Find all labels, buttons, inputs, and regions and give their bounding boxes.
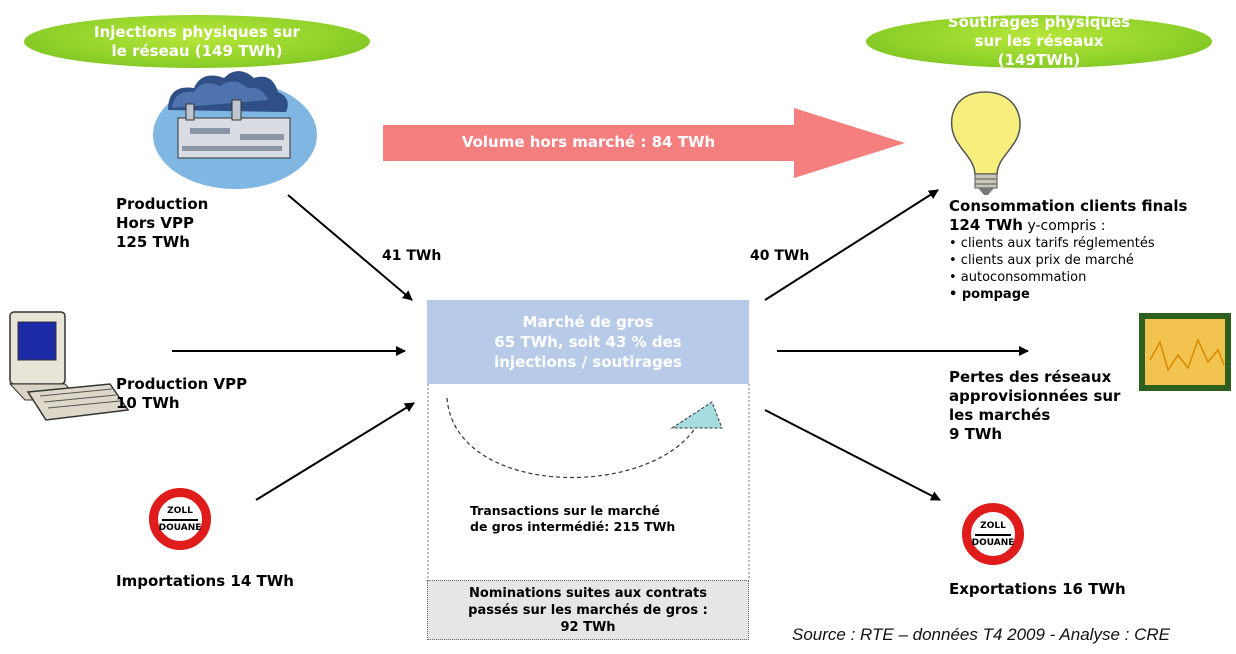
exportations-label: Exportations 16 TWh: [949, 580, 1126, 598]
soutirages-header: Soutirages physiques sur les réseaux (14…: [866, 13, 1212, 69]
douane-sign-bottom: DOUANE: [158, 523, 202, 533]
production-vpp-label: Production VPP 10 TWh: [116, 375, 248, 412]
pertes-label: Pertes des réseaux approvisionnées sur l…: [949, 368, 1121, 443]
computer-icon: [8, 311, 130, 421]
importations-label: Importations 14 TWh: [116, 572, 294, 590]
douane-sign-export-icon: ZOLL DOUANE: [962, 503, 1024, 565]
transactions-label: Transactions sur le marché de gros inter…: [470, 503, 676, 534]
douane-sign-top: ZOLL: [980, 521, 1006, 531]
light-bulb-icon: [950, 91, 1021, 195]
market-box: Marché de gros 65 TWh, soit 43 % des inj…: [427, 300, 749, 384]
hors-marche-label: Volume hors marché : 84 TWh: [461, 133, 716, 151]
injections-header: Injections physiques sur le réseau (149 …: [24, 15, 370, 68]
douane-sign-top: ZOLL: [167, 506, 193, 516]
arrow-import-to-market: [255, 402, 415, 501]
flow-in-value: 41 TWh: [382, 248, 442, 264]
production-hors-vpp-label: Production Hors VPP 125 TWh: [116, 195, 209, 251]
flow-out-value: 40 TWh: [750, 248, 810, 264]
hors-marche-arrow: [383, 108, 905, 178]
line-chart-icon: [1139, 313, 1231, 391]
douane-sign-import-icon: ZOLL DOUANE: [149, 488, 211, 550]
factory-icon: [153, 71, 317, 189]
nominations-box: Nominations suites aux contrats passés s…: [427, 580, 749, 640]
transactions-arrowhead: [670, 401, 723, 429]
arrow-market-to-consommation: [764, 189, 939, 301]
arrow-production-to-market: [287, 194, 413, 301]
consommation-label: Consommation clients finals 124 TWh y-co…: [949, 197, 1188, 302]
transactions-curve: [446, 397, 701, 478]
douane-sign-bottom: DOUANE: [971, 538, 1015, 548]
source-note: Source : RTE – données T4 2009 - Analyse…: [792, 625, 1170, 644]
arrow-market-to-exports: [764, 409, 941, 501]
